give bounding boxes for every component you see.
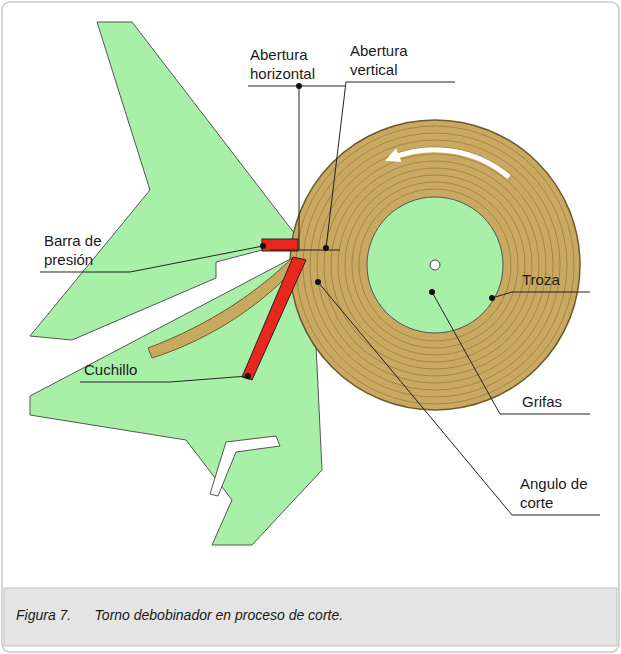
part-label: Troza	[522, 270, 594, 289]
part-label: Angulo de corte	[520, 474, 600, 512]
part-label: Grifas	[522, 392, 594, 411]
part-label: Barra de presión	[44, 231, 128, 269]
caption-band	[4, 588, 617, 646]
figure-caption: Figura 7. Torno debobinador en proceso d…	[16, 607, 343, 623]
axis	[430, 260, 440, 270]
rotation-arrow	[392, 150, 509, 177]
knife	[242, 257, 306, 380]
leader-dots	[245, 83, 495, 379]
growth-rings	[296, 126, 574, 404]
part-label: Cuchillo	[84, 360, 184, 379]
leader-lines	[40, 82, 600, 515]
chuck	[367, 197, 503, 333]
pressure-bar	[262, 239, 298, 251]
slot	[210, 436, 280, 496]
part-label: Abertura horizontal	[250, 45, 342, 83]
log	[290, 120, 580, 410]
part-label: Abertura vertical	[350, 41, 432, 79]
knife-holder	[30, 256, 322, 545]
